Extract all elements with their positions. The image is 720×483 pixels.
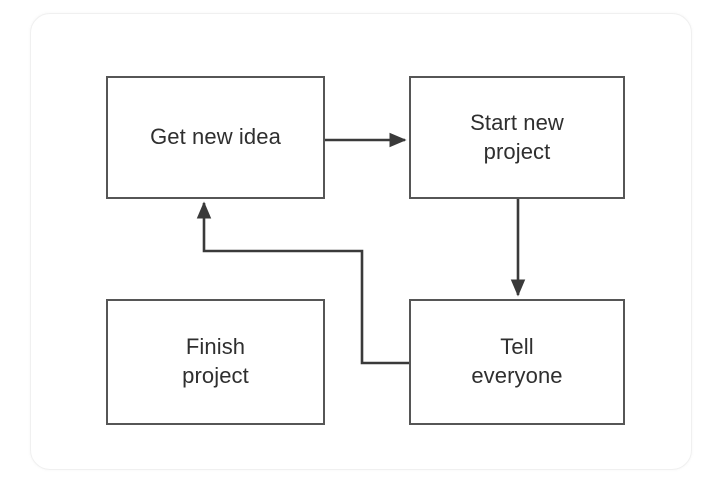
edge-tell-to-idea (196, 201, 409, 365)
node-finish-project[interactable]: Finish project (106, 299, 325, 425)
node-start-new-project[interactable]: Start new project (409, 76, 625, 199)
node-start-new-project-label: Start new project (470, 109, 564, 164)
node-tell-everyone[interactable]: Tell everyone (409, 299, 625, 425)
node-tell-everyone-label: Tell everyone (471, 334, 563, 388)
node-get-new-idea-label: Get new idea (150, 124, 281, 150)
node-finish-project-label: Finish project (182, 334, 249, 388)
node-get-new-idea[interactable]: Get new idea (106, 76, 325, 199)
